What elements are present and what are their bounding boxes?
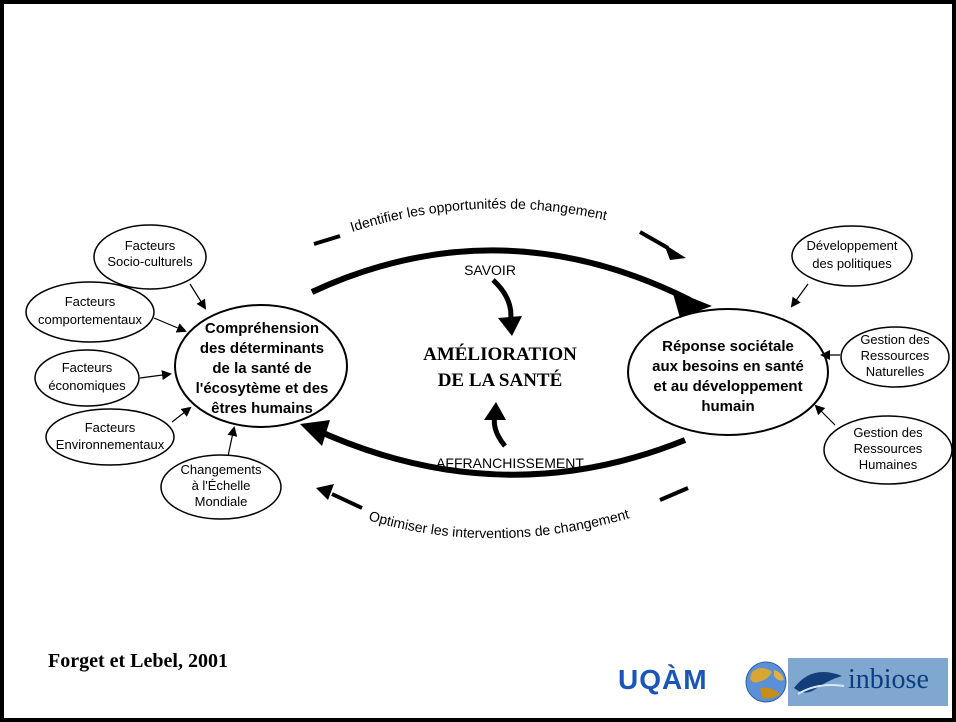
right-main-line2: aux besoins en santé: [652, 358, 804, 375]
arrow-comport-to-main: [153, 317, 187, 333]
factor-humaines-line3: Humaines: [859, 457, 918, 472]
inbiose-logo-text: inbiose: [848, 664, 929, 695]
savoir-label: SAVOIR: [464, 262, 516, 278]
factor-humaines-line1: Gestion des: [853, 425, 923, 440]
factor-naturelles-line3: Naturelles: [866, 364, 925, 379]
top-dash-right: [639, 230, 669, 250]
factor-naturelles-line1: Gestion des: [860, 332, 930, 347]
left-main-line1: Compréhension: [205, 320, 319, 337]
factor-politiques-line2: des politiques: [812, 256, 892, 271]
bottom-dash-arrowhead: [316, 484, 334, 500]
left-main-line2: des déterminants: [200, 340, 324, 357]
factor-changements-line3: Mondiale: [195, 494, 248, 509]
factor-socio-culturels: [93, 224, 207, 290]
top-big-arc: [310, 247, 692, 303]
factor-economiques: [34, 349, 140, 407]
factor-developpement-politiques: [791, 225, 913, 287]
arrow-socio-to-main: [189, 283, 207, 310]
arrow-politiques-to-main: [790, 283, 809, 308]
savoir-arrowhead: [498, 316, 522, 336]
top-arc-label: Identifier les opportunités de changemen…: [348, 195, 609, 234]
bottom-arc-label: Optimiser les interventions de changemen…: [367, 506, 631, 542]
factor-economiques-line2: économiques: [48, 378, 126, 393]
right-main-ellipse: [627, 308, 829, 436]
arrow-chg-to-main: [227, 426, 238, 457]
factor-changements-line1: Changements: [181, 462, 262, 477]
factor-environnementaux-line2: Environnementaux: [56, 437, 165, 452]
citation: Forget et Lebel, 2001: [48, 650, 228, 672]
factor-comportementaux: [25, 281, 155, 343]
bottom-dash-right: [659, 486, 689, 502]
factor-comportementaux-line2: comportementaux: [38, 312, 143, 327]
factor-socio-culturels-line2: Socio-culturels: [107, 254, 193, 269]
right-main-line4: humain: [701, 398, 754, 415]
factor-naturelles-line2: Ressources: [861, 348, 930, 363]
factor-economiques-line1: Facteurs: [62, 360, 113, 375]
right-main-line1: Réponse sociétale: [662, 338, 794, 355]
factor-changements-mondiale: [160, 454, 282, 520]
earth-globe-icon: [745, 661, 787, 703]
top-big-arrowhead: [672, 290, 712, 318]
inbiose-logo-icon: inbiose: [788, 658, 948, 706]
factor-ressources-naturelles: [840, 326, 950, 388]
uqam-logo: UQÀM: [618, 664, 708, 695]
arrow-humaines-to-main: [814, 404, 836, 426]
affranchissement-label: AFFRANCHISSEMENT: [436, 455, 584, 471]
left-main-line4: l'écosytème et des: [196, 380, 329, 397]
factor-changements-line2: à l'Échelle: [192, 478, 251, 493]
factor-ressources-humaines: [823, 415, 953, 485]
bottom-big-arrowhead: [300, 420, 330, 446]
left-main-line5: êtres humains: [211, 400, 313, 417]
factor-humaines-line2: Ressources: [854, 441, 923, 456]
top-dash-arrowhead: [664, 244, 686, 260]
factor-politiques-line1: Développement: [806, 238, 897, 253]
affranchissement-arrowhead: [484, 402, 506, 420]
arrow-env-to-main: [171, 406, 192, 423]
factor-environnementaux: [45, 408, 175, 466]
right-main-line3: et au développement: [653, 378, 802, 395]
left-main-ellipse: [174, 304, 348, 428]
left-main-line3: de la santé de: [212, 360, 311, 377]
bottom-big-arc: [310, 425, 687, 478]
arrow-eco-to-main: [139, 370, 172, 381]
center-title-line1: AMÉLIORATION: [423, 343, 577, 365]
factor-environnementaux-line1: Facteurs: [85, 420, 136, 435]
top-dash-left: [313, 234, 341, 246]
factor-comportementaux-line1: Facteurs: [65, 294, 116, 309]
factor-socio-culturels-line1: Facteurs: [125, 238, 176, 253]
inbiose-wave-icon: [794, 672, 845, 695]
bottom-dash-left: [331, 492, 363, 510]
center-title-line2: DE LA SANTÉ: [438, 369, 563, 391]
